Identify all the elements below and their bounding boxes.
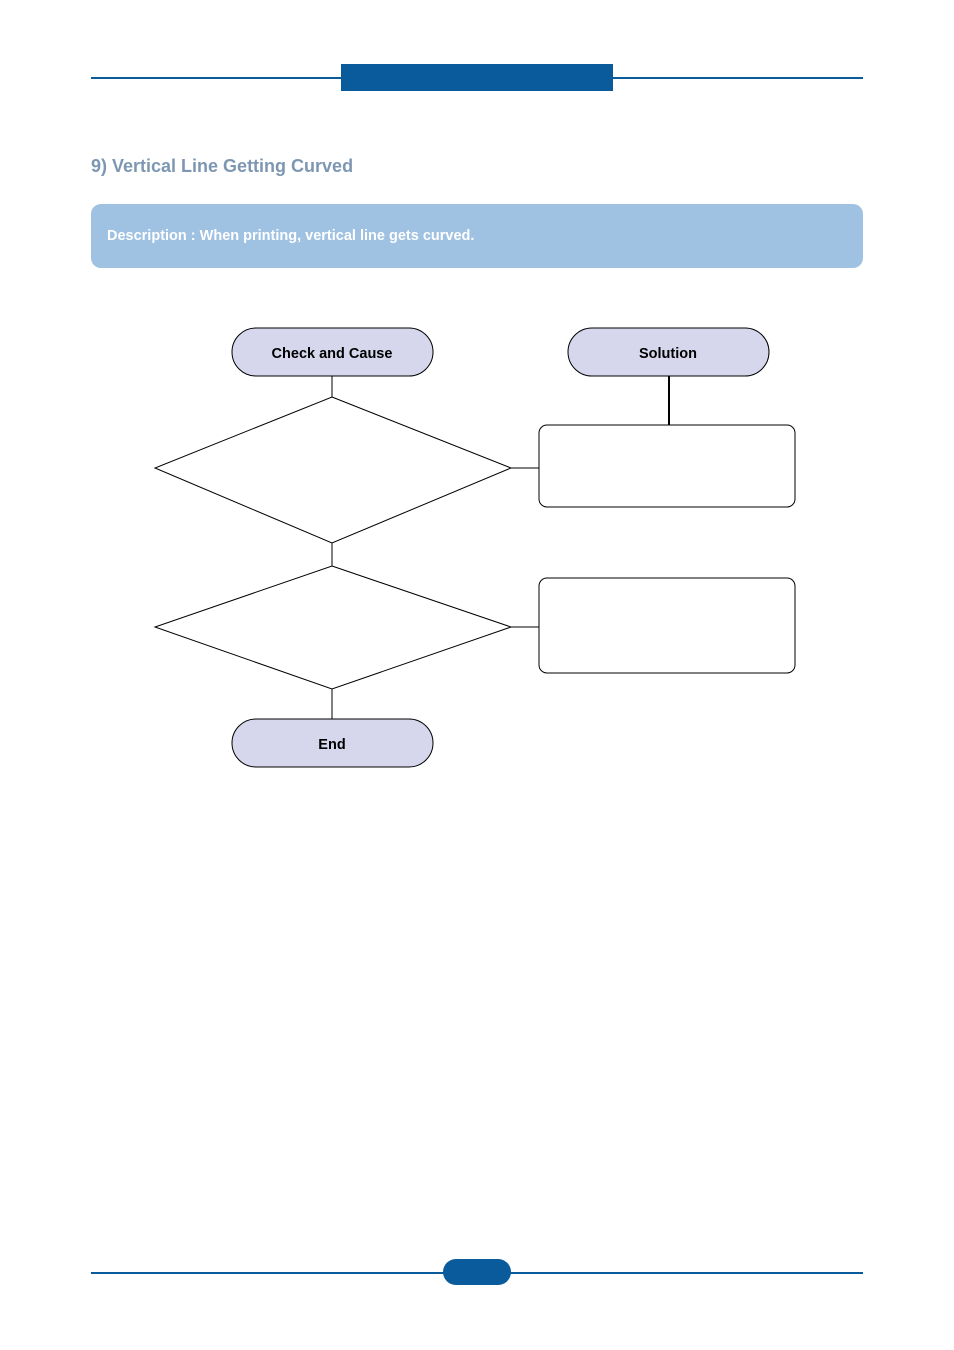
section-title: 9) Vertical Line Getting Curved [91, 156, 354, 176]
page-number-pill [443, 1259, 511, 1285]
flowchart: Check and Cause Solution End [153, 327, 796, 768]
header-tab [341, 64, 613, 91]
description-box: Description : When printing, vertical li… [91, 204, 863, 268]
check-and-cause-terminal: Check and Cause [231, 327, 434, 377]
check-and-cause-label: Check and Cause [272, 346, 393, 362]
end-label: End [318, 737, 345, 753]
solution-label: Solution [639, 346, 697, 362]
end-terminal: End [231, 718, 434, 768]
description-text: Description : When printing, vertical li… [107, 228, 475, 244]
decision-1 [153, 396, 513, 544]
solution-terminal: Solution [567, 327, 770, 377]
solution-box-2 [538, 577, 796, 674]
solution-box-1 [538, 424, 796, 508]
decision-2 [153, 565, 513, 690]
